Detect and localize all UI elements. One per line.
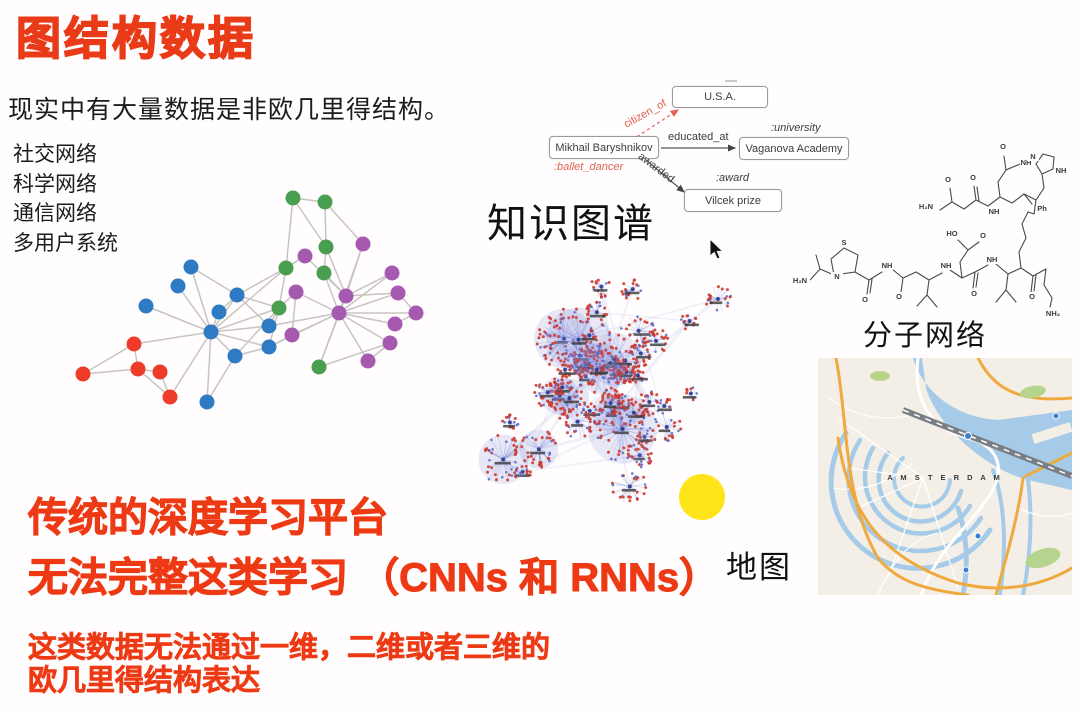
caption-molecule-network: 分子网络 (863, 320, 988, 352)
svg-text:N: N (834, 272, 839, 281)
video-artifact (725, 80, 737, 82)
knowledge-graph-arrows (631, 109, 737, 193)
mouse-cursor-icon (709, 238, 724, 260)
kg-edge-educated-at: educated_at (668, 131, 729, 143)
kg-type-ballet-dancer: :ballet_dancer (554, 161, 624, 173)
svg-text:O: O (970, 173, 976, 182)
svg-text:Ph: Ph (1037, 204, 1047, 213)
statement-text: 传统的深度学习平台 无法完整这类学习 （CNNs 和 RNNs） (27, 488, 720, 608)
list-item: 科学网络 (13, 172, 97, 196)
svg-text:O: O (980, 231, 986, 240)
svg-text:O: O (971, 289, 977, 298)
svg-text:O: O (1000, 142, 1006, 151)
svg-text:O: O (1029, 292, 1035, 301)
svg-text:H₂N: H₂N (919, 202, 933, 211)
svg-text:NH: NH (941, 261, 952, 270)
kg-node-person: Mikhail Baryshnikov (549, 136, 659, 159)
kg-node-usa: U.S.A. (672, 86, 768, 108)
footer-line-1: 这类数据无法通过一维，二维或者三维的 (28, 632, 551, 665)
svg-text:NH₂: NH₂ (1046, 309, 1060, 318)
svg-text:O: O (862, 295, 868, 304)
svg-text:S: S (841, 238, 846, 247)
svg-text:NH: NH (1021, 158, 1032, 167)
map-city-label: A M S T E R D A M (887, 473, 1003, 482)
list-item: 通信网络 (13, 202, 97, 225)
svg-text:NH: NH (989, 207, 1000, 216)
statement-line-2: 无法完整这类学习 （CNNs 和 RNNs） (27, 556, 720, 601)
svg-text:O: O (945, 175, 951, 184)
svg-text:N: N (1030, 152, 1035, 161)
amsterdam-map-figure: A M S T E R D A M (818, 358, 1072, 595)
kg-node-prize: Vilcek prize (684, 189, 782, 212)
list-item: 社交网络 (13, 143, 97, 166)
svg-text:HO: HO (946, 229, 957, 238)
svg-text:O: O (896, 292, 902, 301)
svg-text:NH: NH (882, 261, 893, 270)
social-network-figure (75, 190, 424, 410)
knowledge-graph-figure: U.S.A. Mikhail Baryshnikov Vaganova Acad… (540, 78, 885, 218)
statement-line-1: 传统的深度学习平台 (27, 496, 388, 541)
interaction-network-figure (478, 278, 732, 520)
footer-line-2: 欧几里得结构表达 (28, 665, 261, 698)
kg-type-award: :award (716, 172, 750, 184)
svg-text:H₂N: H₂N (793, 276, 807, 285)
kg-node-university: Vaganova Academy (739, 137, 849, 160)
kg-type-university: :university (771, 122, 821, 134)
list-item: 多用户系统 (13, 231, 118, 255)
footer-text: 这类数据无法通过一维，二维或者三维的 欧几里得结构表达 (28, 632, 551, 698)
page-title: 图结构数据 (15, 12, 257, 65)
svg-text:NH: NH (1056, 166, 1067, 175)
subtitle-text: 现实中有大量数据是非欧几里得结构。 (8, 96, 451, 124)
svg-text:NH: NH (987, 255, 998, 264)
caption-map: 地图 (726, 550, 792, 585)
network-type-list: 社交网络 科学网络 通信网络 多用户系统 (13, 140, 118, 258)
caption-knowledge-graph: 知识图谱 (487, 202, 655, 246)
